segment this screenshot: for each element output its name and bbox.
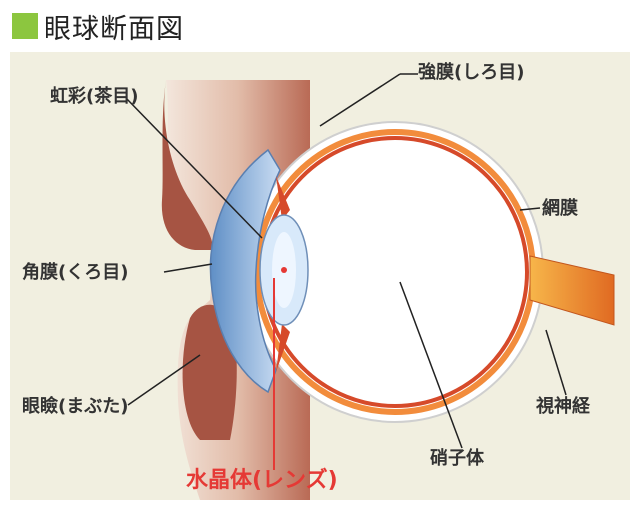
label-eyelid: 眼瞼(まぶた) — [22, 396, 128, 418]
optic-nerve-shape — [530, 256, 614, 325]
lens-shape — [260, 215, 308, 325]
label-sclera: 強膜(しろ目) — [418, 62, 524, 84]
label-vitreous: 硝子体 — [430, 448, 484, 470]
label-retina: 網膜 — [542, 198, 578, 220]
label-lens: 水晶体(レンズ) — [186, 470, 338, 492]
label-optic-nerve: 視神経 — [536, 396, 590, 418]
label-cornea: 角膜(くろ目) — [22, 262, 128, 284]
label-iris: 虹彩(茶目) — [50, 86, 138, 108]
